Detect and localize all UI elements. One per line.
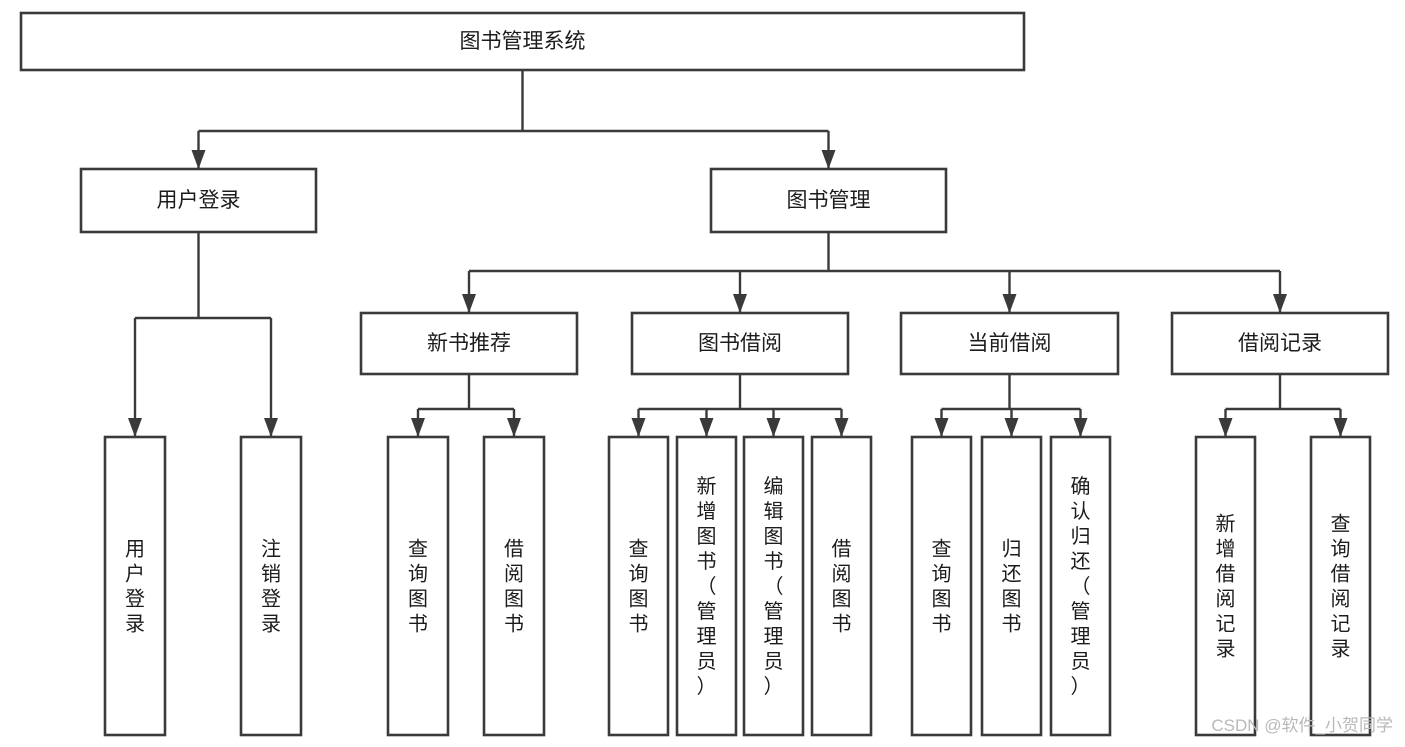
- node-查询图书[interactable]: 查询图书: [910, 435, 973, 737]
- node-label: 归还图书: [1002, 538, 1022, 636]
- node-新增借阅记录[interactable]: 新增借阅记录: [1194, 435, 1257, 737]
- node-注销登录[interactable]: 注销登录: [239, 435, 303, 737]
- node-box: [386, 435, 450, 737]
- node-label: 确认归还（管理员）: [1071, 475, 1091, 698]
- arrow-head-icon: [462, 294, 476, 313]
- node-新书推荐[interactable]: 新书推荐: [359, 311, 579, 376]
- node-label: 图书借阅: [698, 332, 782, 355]
- arrow-head-icon: [1073, 418, 1088, 437]
- node-新增图书管理员[interactable]: 新增图书（管理员）: [675, 435, 738, 737]
- node-图书管理系统[interactable]: 图书管理系统: [19, 11, 1026, 72]
- node-label: 查询图书: [408, 538, 428, 636]
- node-box: [709, 167, 948, 234]
- node-box: [1194, 435, 1257, 737]
- node-label: 编辑图书（管理员）: [764, 475, 784, 698]
- node-label: 用户登录: [125, 539, 145, 636]
- arrow-head-icon: [128, 418, 142, 437]
- node-label: 注销登录: [261, 538, 281, 636]
- node-box: [1170, 311, 1390, 376]
- node-图书借阅[interactable]: 图书借阅: [630, 311, 850, 376]
- node-box: [1049, 435, 1112, 737]
- connector-layer: [128, 70, 1348, 437]
- node-box: [910, 435, 973, 737]
- node-label: 借阅记录: [1238, 332, 1322, 355]
- node-box: [79, 167, 318, 234]
- node-label: 新增借阅记录: [1216, 513, 1236, 661]
- node-label: 用户登录: [157, 189, 241, 212]
- node-label: 查询借阅记录: [1331, 513, 1351, 661]
- node-box: [675, 435, 738, 737]
- node-label: 图书管理: [787, 189, 871, 212]
- arrow-head-icon: [821, 150, 836, 169]
- arrow-head-icon: [1218, 418, 1233, 437]
- node-box: [980, 435, 1043, 737]
- arrow-head-icon: [631, 418, 646, 437]
- node-label: 借阅图书: [504, 538, 524, 636]
- arrow-head-icon: [934, 418, 949, 437]
- node-label: 图书管理系统: [460, 30, 586, 53]
- node-查询图书[interactable]: 查询图书: [386, 435, 450, 737]
- arrow-head-icon: [699, 418, 714, 437]
- watermark-label: CSDN @软件_小贺同学: [1211, 716, 1393, 735]
- arrow-head-icon: [411, 418, 425, 437]
- node-box: [810, 435, 873, 737]
- node-查询借阅记录[interactable]: 查询借阅记录: [1309, 435, 1372, 737]
- node-box: [239, 435, 303, 737]
- node-label: 新增图书（管理员）: [697, 475, 717, 698]
- node-layer: 图书管理系统用户登录图书管理用户登录注销登录新书推荐查询图书借阅图书图书借阅查询…: [19, 11, 1390, 737]
- node-用户登录[interactable]: 用户登录: [79, 167, 318, 234]
- node-借阅记录[interactable]: 借阅记录: [1170, 311, 1390, 376]
- node-box: [19, 11, 1026, 72]
- arrow-head-icon: [191, 150, 206, 169]
- arrow-head-icon: [766, 418, 781, 437]
- node-编辑图书管理员[interactable]: 编辑图书（管理员）: [742, 435, 805, 737]
- node-用户登录[interactable]: 用户登录: [103, 435, 167, 737]
- node-label: 新书推荐: [427, 332, 511, 355]
- arrow-head-icon: [507, 418, 521, 437]
- node-借阅图书[interactable]: 借阅图书: [482, 435, 546, 737]
- node-label: 借阅图书: [832, 538, 852, 636]
- node-box: [742, 435, 805, 737]
- node-label: 查询图书: [932, 538, 952, 636]
- arrow-head-icon: [1004, 418, 1019, 437]
- node-查询图书[interactable]: 查询图书: [607, 435, 670, 737]
- arrow-head-icon: [1333, 418, 1348, 437]
- node-当前借阅[interactable]: 当前借阅: [899, 311, 1120, 376]
- node-图书管理[interactable]: 图书管理: [709, 167, 948, 234]
- arrow-head-icon: [1002, 294, 1017, 313]
- arrow-head-icon: [264, 418, 278, 437]
- node-确认归还管理员[interactable]: 确认归还（管理员）: [1049, 435, 1112, 737]
- node-box: [1309, 435, 1372, 737]
- node-box: [899, 311, 1120, 376]
- node-box: [482, 435, 546, 737]
- arrow-head-icon: [1273, 294, 1287, 313]
- node-label: 当前借阅: [968, 332, 1052, 355]
- node-label: 查询图书: [629, 538, 649, 636]
- arrow-head-icon: [834, 418, 849, 437]
- node-box: [359, 311, 579, 376]
- node-box: [607, 435, 670, 737]
- node-box: [630, 311, 850, 376]
- node-box: [103, 435, 167, 737]
- node-归还图书[interactable]: 归还图书: [980, 435, 1043, 737]
- node-借阅图书[interactable]: 借阅图书: [810, 435, 873, 737]
- arrow-head-icon: [733, 294, 747, 313]
